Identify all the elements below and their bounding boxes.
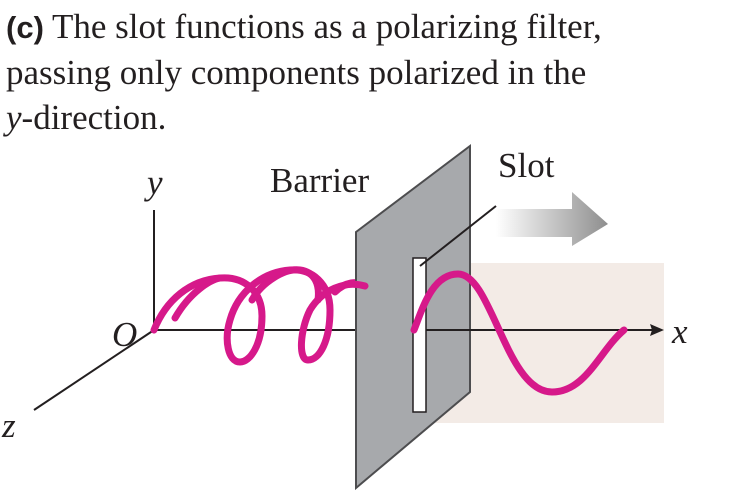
caption-line-3: y-direction. [6,95,736,140]
caption-tag: (c) [6,10,44,45]
helix-wave-front [150,266,369,366]
x-axis-label: x [671,312,688,351]
slot-leader-line [419,205,497,267]
z-axis-line [33,329,155,411]
caption-italic-y: y [6,98,22,137]
caption-text-3: -direction. [21,98,167,137]
z-axis-label: z [1,406,16,445]
slot-label: Slot [498,146,555,185]
caption-line-2: passing only components polarized in the [6,53,587,92]
y-axis-label: y [144,163,163,202]
caption: (c) The slot functions as a polarizing f… [6,4,736,140]
barrier-label: Barrier [270,161,369,200]
caption-line-1: (c) The slot functions as a polarizing f… [6,4,736,50]
propagation-arrow [496,192,608,246]
origin-label: O [112,315,137,354]
x-axis-arrowhead [650,324,664,336]
caption-text-1: The slot functions as a polarizing filte… [52,7,602,46]
slot [412,257,427,413]
transmitted-wave [410,270,628,396]
